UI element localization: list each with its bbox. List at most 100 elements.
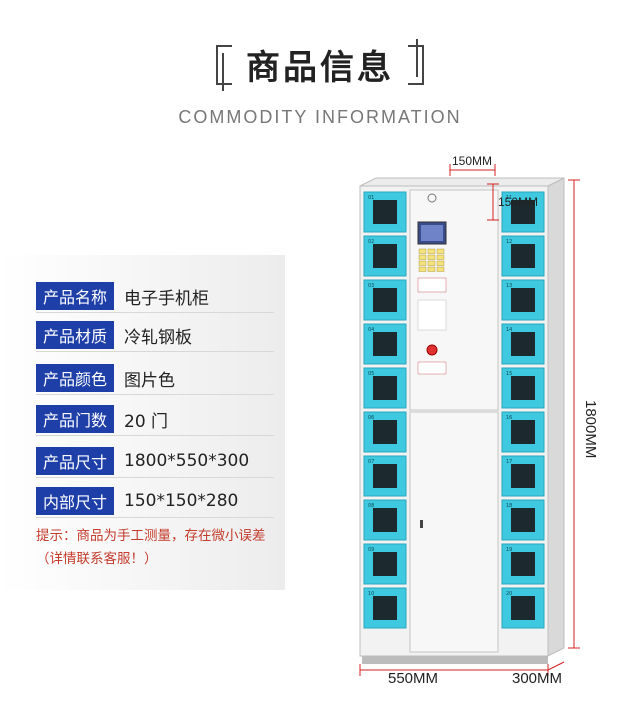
door-width-label: 150MM [452, 154, 493, 168]
page-title: 商品信息 [246, 48, 394, 88]
spec-row-doors: 产品门数 20 门 [36, 405, 168, 433]
keypad-key[interactable] [418, 260, 427, 266]
instruction-sticker [417, 299, 447, 331]
locker-number: 02 [368, 239, 374, 245]
dim-line-depth [547, 661, 565, 671]
spec-value: 电子手机柜 [124, 288, 209, 309]
keypad-key[interactable] [436, 266, 445, 272]
locker-window [373, 552, 397, 576]
locker-number: 05 [368, 371, 374, 377]
spec-row-size: 产品尺寸 1800*550*300 [36, 447, 249, 475]
measurement-note: 提示：商品为手工测量，存在微小误差（详情联系客服！） [36, 528, 266, 567]
spec-row-name: 产品名称 电子手机柜 [36, 282, 209, 310]
cabinet-base [362, 656, 548, 664]
spec-value: 20 门 [124, 411, 169, 432]
locker-window [511, 200, 535, 224]
locker-window [511, 244, 535, 268]
keypad-key[interactable] [427, 266, 436, 272]
emergency-button [426, 344, 438, 356]
locker-number: 13 [506, 283, 512, 289]
locker-number: 14 [506, 327, 512, 333]
locker-number: 07 [368, 459, 374, 465]
divider [36, 477, 274, 478]
page-subtitle: COMMODITY INFORMATION [178, 107, 462, 127]
locker-window [373, 200, 397, 224]
locker-window [511, 596, 535, 620]
spec-label: 产品尺寸 [36, 447, 114, 475]
locker-window [511, 420, 535, 444]
locker-number: 08 [368, 503, 374, 509]
divider [36, 312, 274, 313]
locker-number: 03 [368, 283, 374, 289]
locker-number: 12 [506, 239, 512, 245]
spec-label: 产品门数 [36, 405, 114, 433]
keypad-key[interactable] [418, 266, 427, 272]
locker-number: 20 [506, 591, 512, 597]
spec-row-inner-size: 内部尺寸 150*150*280 [36, 487, 238, 515]
spec-value: 150*150*280 [124, 491, 239, 511]
door-height-label: 150MM [498, 195, 539, 209]
divider [36, 351, 274, 352]
header: 商品信息 COMMODITY INFORMATION [0, 38, 640, 128]
spec-label: 产品名称 [36, 282, 114, 310]
locker-window [373, 288, 397, 312]
locker-number: 06 [368, 415, 374, 421]
spec-value: 1800*550*300 [124, 451, 250, 471]
keypad-key[interactable] [427, 254, 436, 260]
keypad-key[interactable] [427, 248, 436, 254]
lock-icon [427, 193, 437, 203]
width-label: 550MM [388, 670, 439, 687]
instruction-label [417, 277, 447, 293]
locker-window [373, 420, 397, 444]
height-label: 1800MM [582, 400, 599, 459]
right-bracket-decoration [408, 38, 424, 85]
keypad-key[interactable] [436, 260, 445, 266]
cabinet-side [547, 177, 565, 657]
depth-label: 300MM [512, 670, 563, 687]
spec-label: 产品材质 [36, 321, 114, 349]
locker-window [373, 332, 397, 356]
spec-row-color: 产品颜色 图片色 [36, 364, 175, 392]
locker-window [511, 464, 535, 488]
lower-middle-door [409, 411, 499, 653]
locker-number: 01 [368, 195, 374, 201]
warning-label [417, 361, 447, 375]
locker-window [373, 464, 397, 488]
locker-window [373, 244, 397, 268]
spec-label: 产品颜色 [36, 364, 114, 392]
locker-window [511, 376, 535, 400]
lcd-display [421, 225, 443, 241]
divider [36, 435, 274, 436]
locker-number: 16 [506, 415, 512, 421]
keypad [418, 248, 445, 272]
door-handle [420, 520, 423, 528]
keypad-key[interactable] [436, 254, 445, 260]
locker-window [373, 596, 397, 620]
locker-number: 17 [506, 459, 512, 465]
locker-window [511, 288, 535, 312]
left-bracket-decoration [216, 44, 232, 91]
keypad-key[interactable] [427, 260, 436, 266]
divider [36, 517, 274, 518]
divider [36, 394, 274, 395]
locker-number: 04 [368, 327, 374, 333]
spec-label: 内部尺寸 [36, 487, 114, 515]
locker-window [373, 376, 397, 400]
locker-door[interactable] [501, 367, 545, 409]
spec-value: 冷轧钢板 [124, 327, 192, 348]
locker-door[interactable] [501, 455, 545, 497]
locker-window [511, 552, 535, 576]
locker-number: 15 [506, 371, 512, 377]
locker-number: 11 [506, 195, 512, 201]
keypad-key[interactable] [436, 248, 445, 254]
spec-value: 图片色 [124, 370, 175, 391]
keypad-key[interactable] [418, 254, 427, 260]
locker-window [511, 332, 535, 356]
locker-window [511, 508, 535, 532]
title-row: 商品信息 [0, 38, 640, 91]
locker-number: 09 [368, 547, 374, 553]
cabinet-top [359, 177, 565, 187]
keypad-key[interactable] [418, 248, 427, 254]
